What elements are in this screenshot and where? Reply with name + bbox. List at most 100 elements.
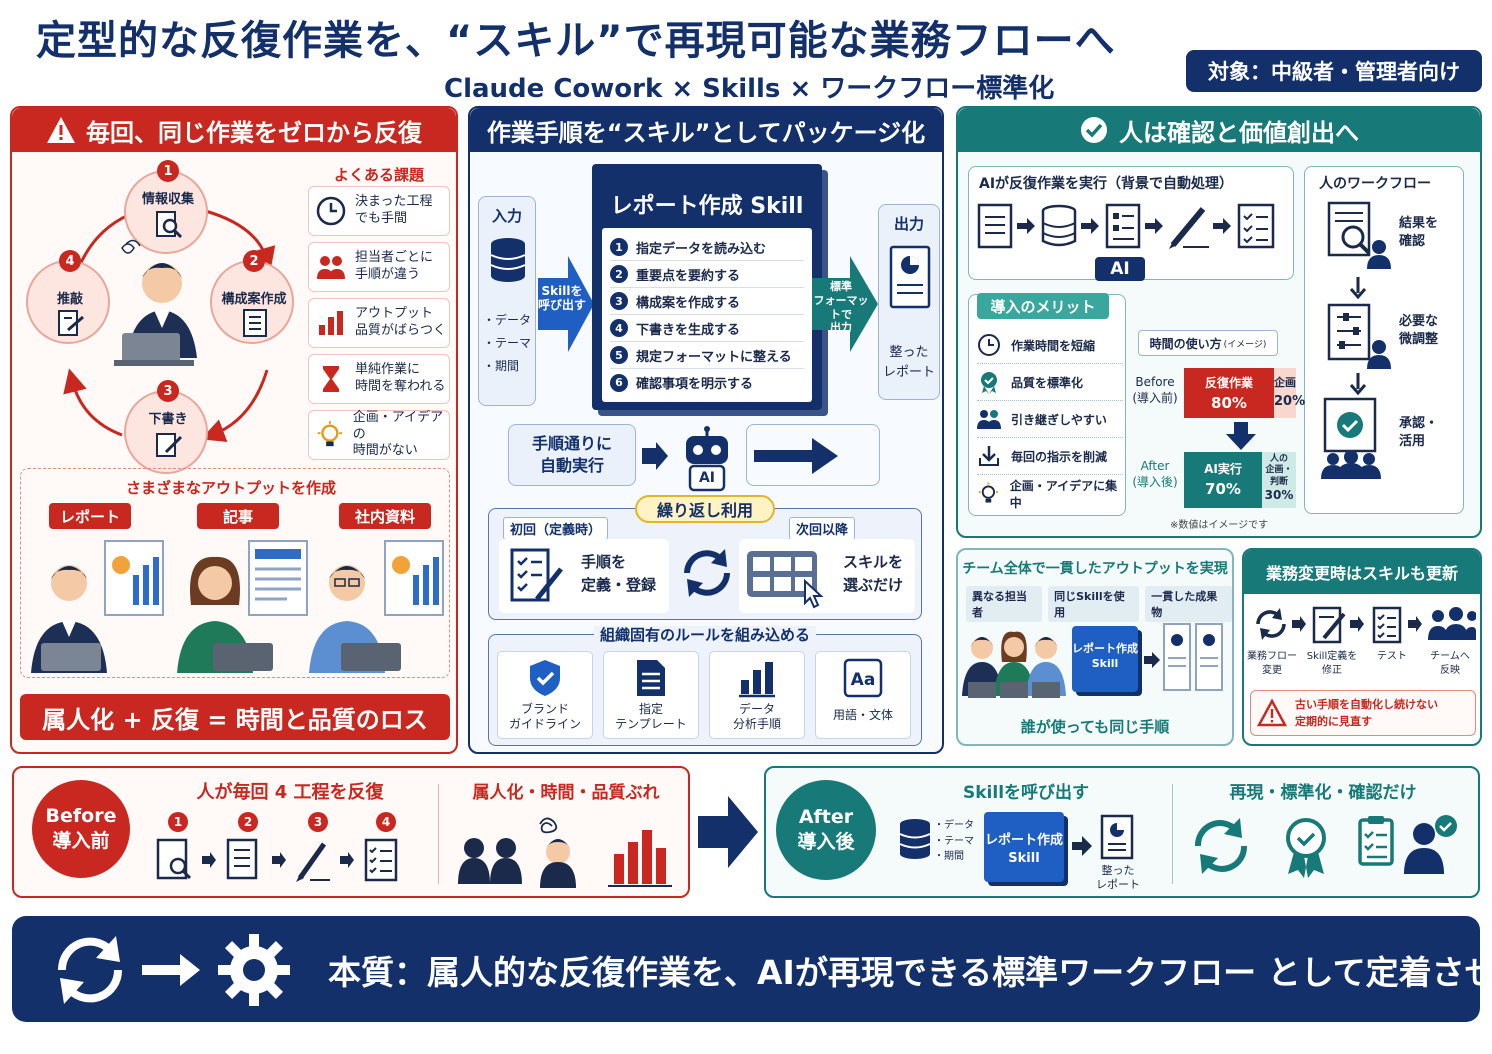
worried-worker-illustration	[114, 239, 197, 366]
after-result-icons	[1195, 815, 1457, 878]
merit-item: 毎回の指示を削減	[977, 438, 1123, 475]
team-tag: 異なる担当者	[966, 586, 1043, 622]
arrow-down-icon	[1226, 422, 1256, 450]
update-step-label: 業務フロー 変更	[1247, 651, 1297, 676]
page-title: 定型的な反復作業を、“スキル”で再現可能な業務フローへ	[36, 18, 1116, 64]
output-tag-report: レポート	[49, 503, 131, 529]
worker-internal-doc-illustration	[309, 540, 444, 673]
skill-card-title: レポート作成 Skill	[610, 194, 804, 219]
before-step-num: 4	[376, 812, 396, 832]
merits-title: 導入のメリット	[977, 293, 1109, 319]
worker-article-illustration	[177, 540, 308, 673]
merit-item: 企画・アイデアに集中	[977, 475, 1123, 512]
before-step-num: 2	[238, 812, 258, 832]
outputs-area: さまざまなアウトプットを作成 レポート 記事 社内資料	[20, 468, 450, 678]
long-arrow-right-icon	[754, 438, 838, 474]
font-icon: Aa	[843, 658, 883, 698]
list-document-icon	[226, 838, 258, 880]
team-tag: 一貫した成果物	[1145, 586, 1232, 622]
cycle-node-4: 4 推敲	[26, 250, 110, 344]
standard-output-label: 標準 フォーマットで 出力	[813, 280, 869, 335]
audience-badge: 対象：中級者・管理者向け	[1186, 50, 1482, 92]
next-time-label: 次回以降	[789, 517, 856, 540]
pencil-icon	[296, 842, 330, 882]
middle-panel: 作業手順を“スキル”としてパッケージ化 入力 ・データ・テーマ・期間 Skill…	[468, 106, 944, 754]
arrow-right-icon	[1144, 652, 1160, 668]
ai-flow-box: AIが反復作業を実行（背景で自動処理） AI	[968, 166, 1294, 281]
arrow-right-icon	[642, 442, 668, 470]
database-icon	[899, 819, 931, 859]
merit-item: 品質を標準化	[977, 364, 1123, 401]
review-search-icon	[1327, 201, 1391, 269]
merit-item: 引き継ぎしやすい	[977, 401, 1123, 438]
database-icon	[1041, 204, 1077, 247]
update-flow-icons	[1256, 606, 1476, 644]
warning-icon	[46, 116, 76, 144]
merit-item: 作業時間を短縮	[977, 327, 1123, 364]
team-panel: チーム全体で一貫したアウトプットを実現 異なる担当者 同じSkillを使用 一貫…	[956, 548, 1234, 746]
before-steps-icons	[156, 838, 398, 882]
rules-section: 組織固有のルールを組み込める ブランド ガイドライン 指定 テンプレート データ…	[488, 626, 922, 746]
before-title: 人が毎回 4 工程を反復	[196, 782, 384, 803]
worker-report-illustration	[31, 540, 164, 673]
refresh-icon	[1195, 818, 1247, 874]
after-title2: 再現・標準化・確認だけ	[1229, 783, 1417, 803]
arrow-right-icon	[1072, 836, 1092, 856]
merits-list: 作業時間を短縮 品質を標準化 引き継ぎしやすい 毎回の指示を削減 企画・アイデア…	[977, 327, 1123, 512]
document-icon	[637, 660, 665, 696]
cycle-node-2: 2 構成案作成	[210, 250, 294, 344]
report-document-icon	[1100, 814, 1134, 860]
list-document-icon	[243, 309, 267, 337]
refresh-cycle-icon	[684, 549, 730, 597]
check-circle-icon	[1081, 117, 1107, 143]
bottom-before-panel: Before 導入前 人が毎回 4 工程を反復 1 2 3 4 属人化・時間・品…	[12, 766, 690, 898]
issue-item: 決まった工程 でも手間	[308, 186, 450, 236]
reuse-title: 繰り返し利用	[635, 495, 775, 523]
rule-card: データ 分析手順	[709, 651, 805, 739]
edit-document-icon	[1312, 606, 1346, 644]
app-grid-cursor-icon	[747, 551, 824, 609]
outputs-title: さまざまなアウトプットを作成	[125, 479, 336, 497]
clock-icon	[316, 196, 346, 226]
person-check-icon	[1404, 815, 1457, 874]
issue-item: 担当者ごとに 手順が違う	[308, 242, 450, 292]
search-document-icon	[156, 838, 192, 880]
robot-ai-label: AI	[698, 470, 716, 486]
clipboard-icon	[1358, 816, 1394, 866]
output-tag-article: 記事	[197, 503, 279, 529]
page-subtitle: Claude Cowork × Skills × ワークフロー標準化	[444, 74, 1055, 104]
output-box: 出力 整った レポート	[878, 204, 940, 400]
before-title2: 属人化・時間・品質ぶれ	[472, 783, 660, 803]
team-icon	[1428, 607, 1476, 640]
report-documents-icon	[1163, 623, 1223, 691]
team-tag: 同じSkillを使用	[1048, 586, 1140, 622]
after-title: Skillを呼び出す	[962, 783, 1090, 803]
before-step-num: 3	[308, 812, 328, 832]
call-skill-label: Skillを 呼び出す	[538, 284, 587, 313]
robot-icon	[686, 426, 728, 492]
right-panel: 人は確認と価値創出へ AIが反復作業を実行（背景で自動処理） AI 人のワークフ…	[956, 106, 1482, 538]
report-document-icon	[889, 245, 931, 309]
team-footer: 誰が使っても同じ手順	[1020, 718, 1170, 736]
output-tag-internal-doc: 社内資料	[339, 503, 431, 529]
rule-card: Aa 用語・文体	[815, 651, 911, 739]
lightbulb-icon	[317, 421, 342, 447]
warning-icon	[1257, 699, 1287, 727]
human-flow-box: 人のワークフロー 結果を 確認 必要な 微調整 承認・ 活用	[1304, 166, 1464, 514]
issues-title: よくある課題	[334, 166, 425, 184]
checklist-icon	[364, 838, 398, 882]
left-panel: 毎回、同じ作業をゼロから反復 1 情報収集 2 構成案作成 3 下書き 4 推敲	[10, 106, 458, 754]
before-step-num: 1	[168, 812, 188, 832]
time-usage-title: 時間の使い方(イメージ)	[1138, 330, 1278, 356]
refresh-icon	[1256, 608, 1286, 640]
people-icon	[977, 410, 1001, 429]
left-header-text: 毎回、同じ作業をゼロから反復	[86, 118, 422, 147]
issue-item: 企画・アイデアの 時間がない	[308, 410, 450, 460]
update-panel: 業務変更時はスキルも更新 業務フロー 変更 Skill定義を 修正 テスト チー…	[1242, 548, 1482, 746]
call-skill-arrow	[538, 256, 594, 352]
document-icon	[977, 203, 1013, 249]
